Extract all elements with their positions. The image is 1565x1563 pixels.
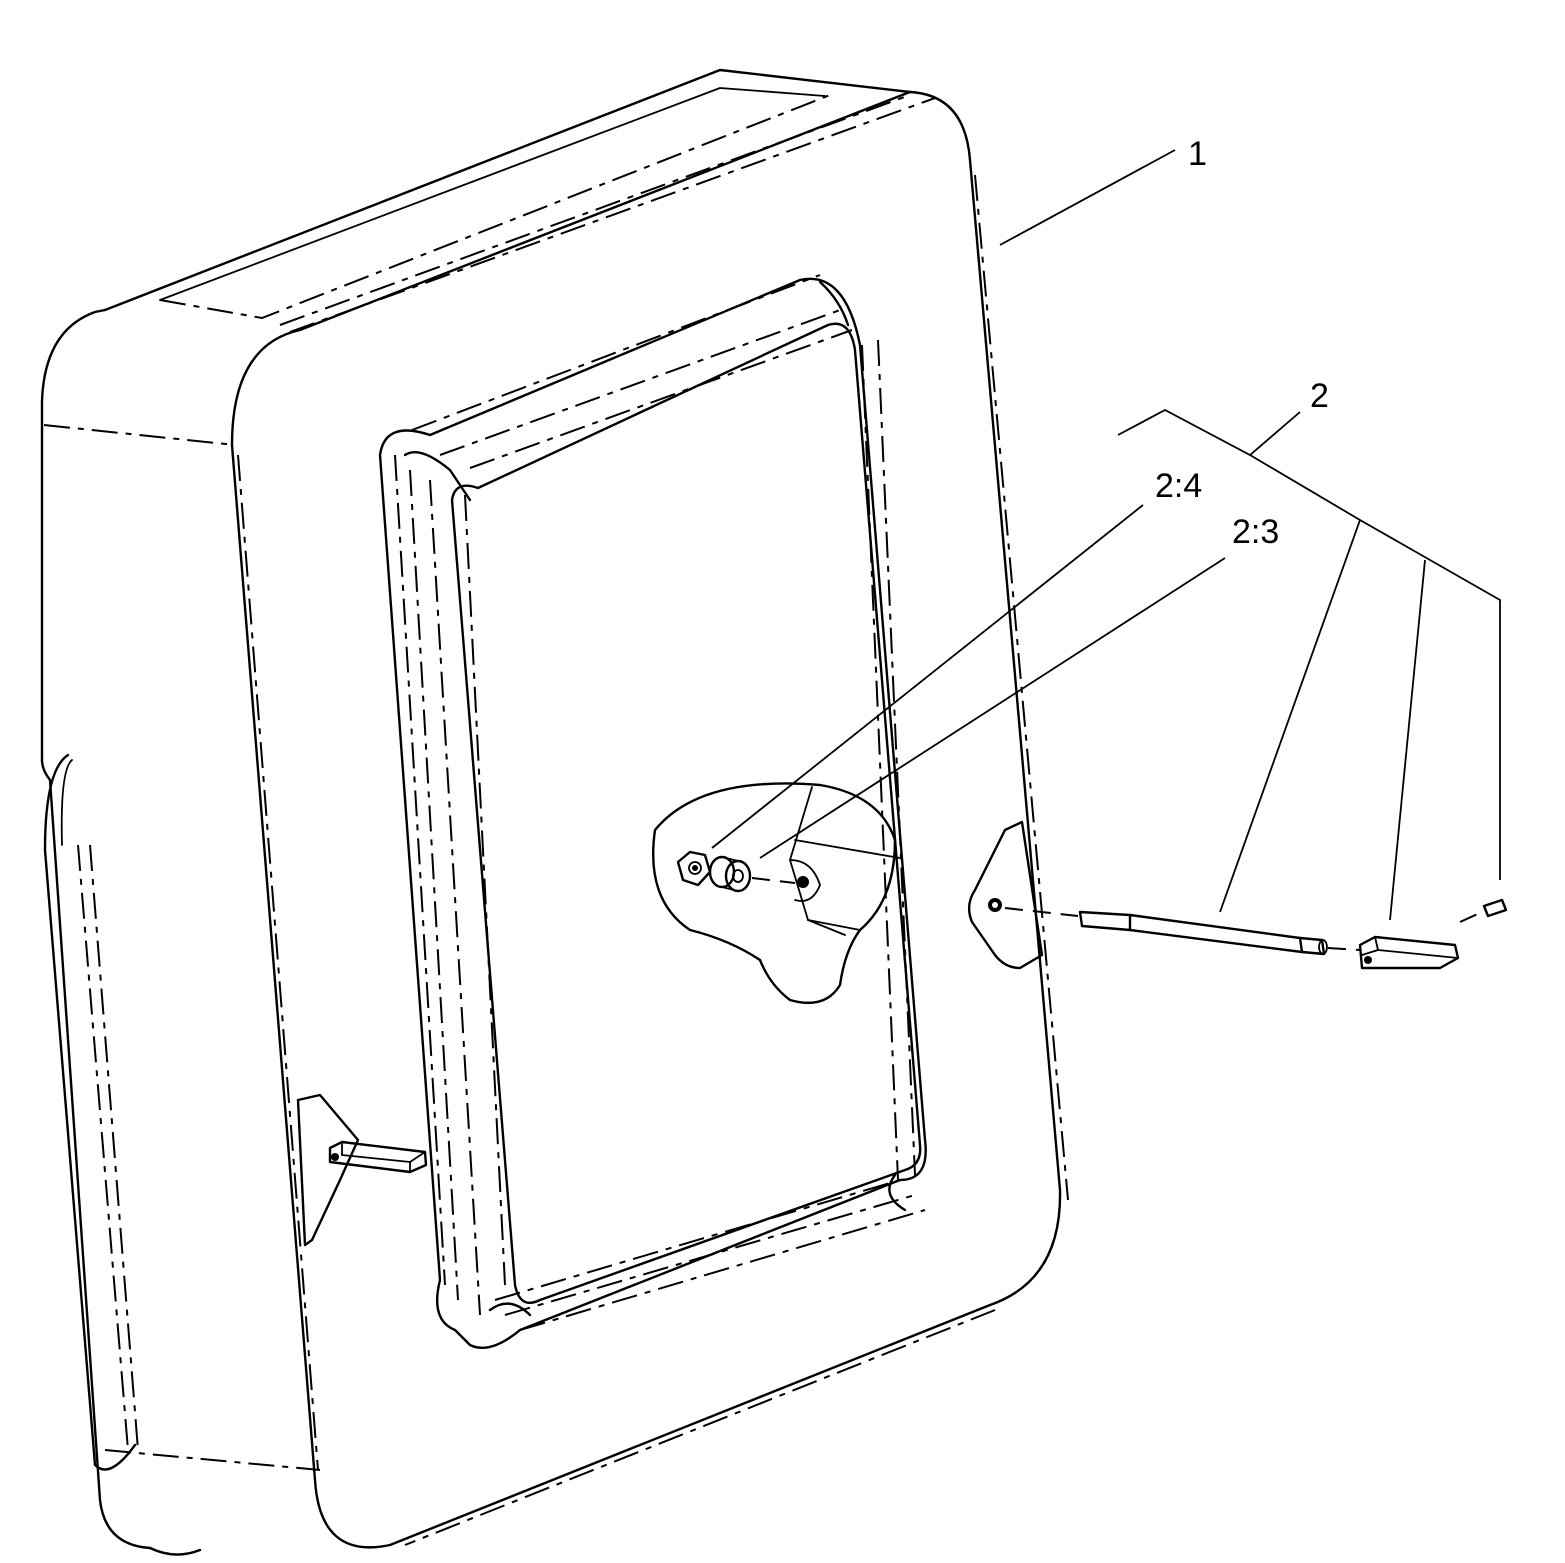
cabinet-housing [40, 68, 1069, 1556]
label-part-2-3: 2:3 [1232, 513, 1279, 551]
label-part-2: 2 [1310, 377, 1329, 415]
hinge-rod [1004, 898, 1508, 970]
nut-2-4 [676, 850, 712, 887]
label-part-1: 1 [1188, 135, 1207, 173]
leader-lines [711, 149, 1501, 921]
sleeve-2-3 [708, 855, 752, 893]
label-part-2-4: 2:4 [1155, 467, 1202, 505]
left-hinge-bracket [296, 1093, 428, 1247]
right-hinge-bracket [967, 820, 1044, 970]
boss-hole-icon [797, 876, 809, 888]
lock-boss [651, 782, 901, 1005]
